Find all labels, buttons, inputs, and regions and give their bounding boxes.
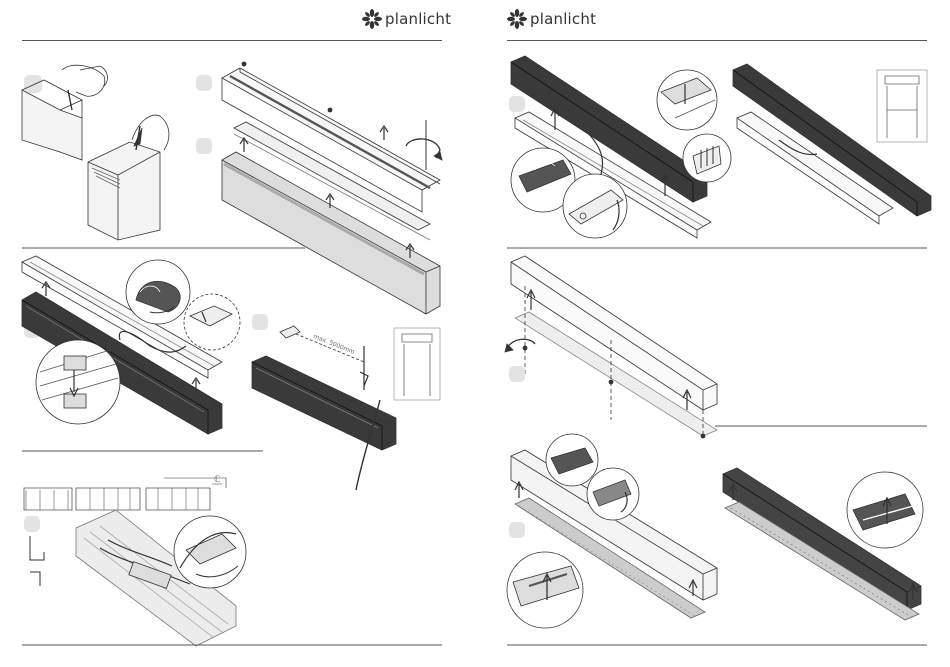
left-page-illustrations [0,0,475,667]
step-profile-assembly-illustration [196,62,442,314]
step-cable-connection-illustration [22,256,240,434]
step-wiring-terminal-illustration [24,478,246,646]
step-remove-protective-foil-illustration [22,65,169,240]
step-connect-modules-illustration [509,56,931,238]
step-cover-installation-illustration [505,256,717,438]
right-page: planlicht [475,0,950,667]
temperature-mark: ℂ [214,475,220,485]
step-suspension-mount-illustration [252,314,440,490]
left-page: planlicht [0,0,475,667]
step-diffuser-insertion-illustration [507,434,923,628]
right-page-illustrations [475,0,950,667]
